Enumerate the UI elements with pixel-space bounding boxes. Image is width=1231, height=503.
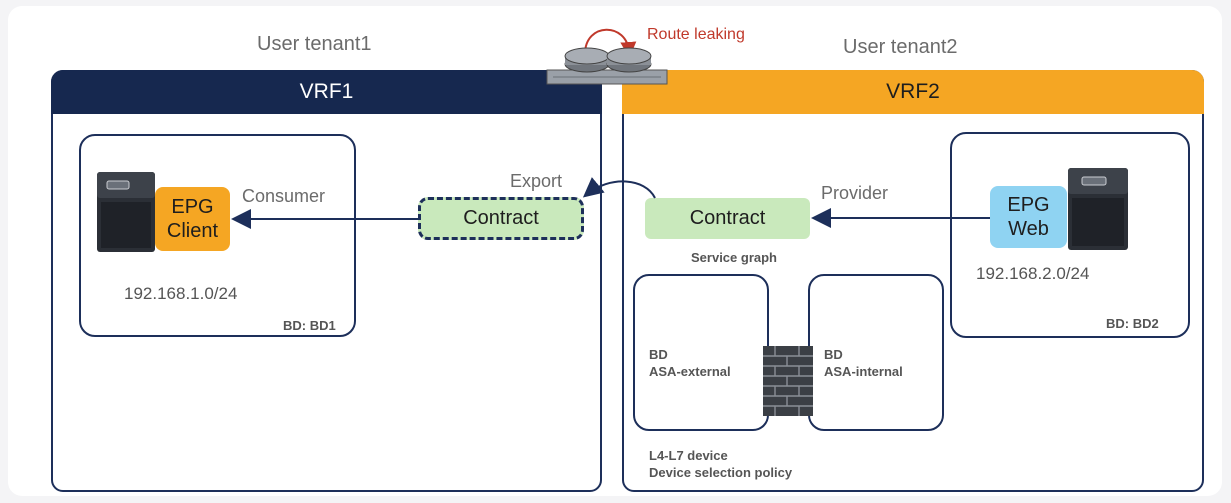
exported-contract: Contract	[418, 197, 584, 240]
bd-asa-internal-box	[808, 274, 944, 431]
epg-client: EPG Client	[155, 187, 230, 251]
l4-l7-device-label: L4-L7 device Device selection policy	[649, 447, 792, 481]
vrf1-header: VRF1	[51, 70, 602, 114]
bd-asa-internal-line2: ASA-internal	[824, 364, 903, 379]
bd-asa-external-line1: BD	[649, 347, 668, 362]
tenant1-label: User tenant1	[257, 33, 372, 55]
provider-label: Provider	[821, 183, 889, 203]
epg-web-line2: Web	[1008, 218, 1049, 240]
l4-l7-device-line2: Device selection policy	[649, 465, 793, 480]
epg-web-line1: EPG	[1007, 194, 1050, 216]
export-label: Export	[510, 171, 563, 191]
router-icon	[546, 28, 668, 85]
bd-asa-external-label: BD ASA-external	[649, 346, 731, 380]
epg-client-line2: Client	[166, 220, 219, 242]
bd-asa-internal-line1: BD	[824, 347, 843, 362]
subnet2-label: 192.168.2.0/24	[976, 264, 1090, 283]
vrf1-label: VRF1	[299, 80, 354, 103]
vrf2-header: VRF2	[622, 70, 1204, 114]
l4-l7-device-line1: L4-L7 device	[649, 448, 728, 463]
epg-client-line1: EPG	[171, 196, 214, 218]
bd-asa-internal-label: BD ASA-internal	[824, 346, 903, 380]
tenant2-label: User tenant2	[843, 36, 958, 58]
provider-contract-label: Contract	[689, 207, 766, 229]
epg-web: EPG Web	[990, 186, 1067, 248]
service-graph-label: Service graph	[691, 250, 777, 265]
consumer-label: Consumer	[242, 186, 326, 206]
bd1-label: BD: BD1	[283, 318, 336, 333]
bd2-label: BD: BD2	[1106, 316, 1159, 331]
bd-asa-external-box	[633, 274, 769, 431]
firewall-icon	[763, 346, 813, 416]
server-icon	[1068, 168, 1128, 250]
arrow-icon	[582, 177, 656, 199]
vrf2-label: VRF2	[886, 80, 940, 103]
provider-contract: Contract	[645, 198, 810, 239]
bd-asa-external-line2: ASA-external	[649, 364, 731, 379]
exported-contract-label: Contract	[463, 207, 539, 229]
route-leaking-label: Route leaking	[647, 26, 745, 43]
subnet1-label: 192.168.1.0/24	[124, 284, 238, 303]
server-icon	[97, 172, 155, 252]
